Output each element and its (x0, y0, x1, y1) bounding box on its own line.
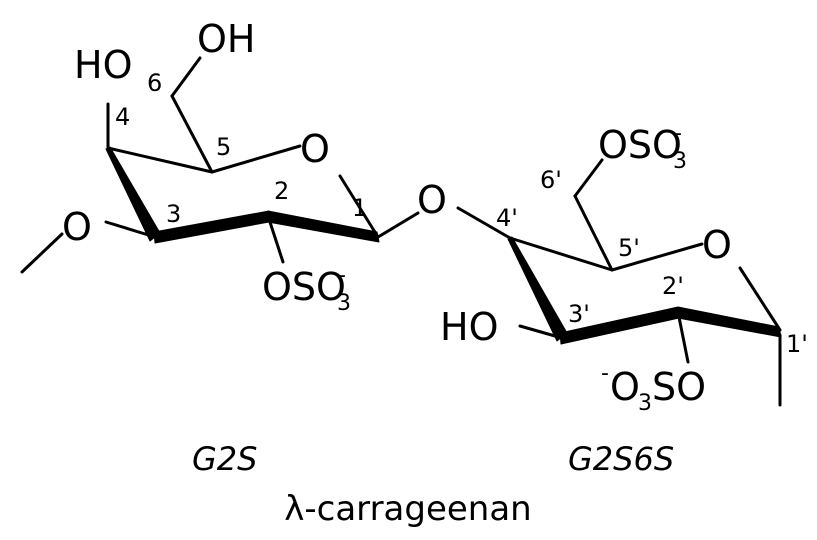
sulfate-c2p: - O 3 SO (601, 361, 706, 416)
position-6: 6 (147, 69, 162, 97)
sulfate-c6p-text: OSO (598, 123, 682, 167)
bond-c5-o (210, 144, 302, 174)
position-3: 3 (166, 200, 181, 228)
position-3p: 3' (568, 300, 590, 328)
glycosidic-oxygen: O (417, 178, 447, 222)
bond-c4p-c5p (508, 236, 614, 272)
bond-c2-oso3 (266, 214, 285, 264)
ring-oxygen-right: O (702, 223, 732, 267)
position-2p: 2' (662, 272, 684, 300)
sulfate-c2p-so: SO (652, 365, 706, 409)
oh-c6-label: OH (197, 17, 255, 61)
wedge-c2p-c1p (677, 306, 782, 338)
position-4: 4 (115, 103, 130, 131)
bond-c6p-oso3 (573, 158, 604, 198)
ho-c4-label: HO (74, 43, 132, 87)
bond-c5p-c6p (573, 194, 614, 272)
bond-o-c1 (338, 174, 380, 239)
wedge-c2-c1 (267, 210, 380, 243)
sulfate-c2: OSO 3 - (262, 263, 351, 316)
position-2: 2 (274, 177, 289, 205)
left-ring-wedges (105, 146, 380, 244)
sulfate-c6p: OSO 3 - (598, 121, 687, 174)
bond-o-c1p (738, 266, 782, 332)
right-ring-wedges (507, 236, 782, 345)
ho-c3p-label: HO (440, 305, 498, 349)
sulfate-c2-subscript: 3 (337, 291, 351, 316)
caption-left-unit: G2S (192, 440, 257, 478)
bond-c5-c6 (170, 94, 214, 174)
sulfate-c2-text: OSO (262, 265, 346, 309)
caption-polymer: λ-carrageenan (284, 489, 531, 529)
bond-c4-c5 (106, 146, 214, 174)
position-1p: 1' (786, 330, 808, 358)
position-4p: 4' (496, 204, 518, 232)
methoxy-oxygen: O (62, 205, 92, 249)
sulfate-c6p-charge: - (674, 121, 682, 146)
position-5: 5 (216, 133, 231, 161)
position-1: 1 (352, 194, 367, 222)
bond-methoxy (20, 232, 64, 274)
ring-oxygen-left: O (300, 127, 330, 171)
sulfate-c2-charge: - (338, 263, 346, 288)
bond-c1-link-o (376, 211, 420, 239)
position-5p: 5' (618, 234, 640, 262)
caption-right-unit: G2S6S (568, 440, 674, 478)
right-ring-bonds (456, 158, 782, 407)
bond-link-o-c4p (456, 206, 512, 240)
wedge-c4-c3 (105, 146, 161, 242)
position-6p: 6' (540, 166, 562, 194)
sulfate-c2p-o: O (610, 365, 640, 409)
bond-c5p-o (610, 242, 704, 272)
sulfate-c2p-subscript: 3 (638, 391, 652, 416)
bond-c6-oh (170, 56, 202, 98)
sulfate-c2p-charge: - (601, 361, 609, 386)
bond-c2p-oso3 (676, 310, 690, 364)
sulfate-c6p-subscript: 3 (673, 149, 687, 174)
left-ring-bonds (20, 56, 420, 274)
